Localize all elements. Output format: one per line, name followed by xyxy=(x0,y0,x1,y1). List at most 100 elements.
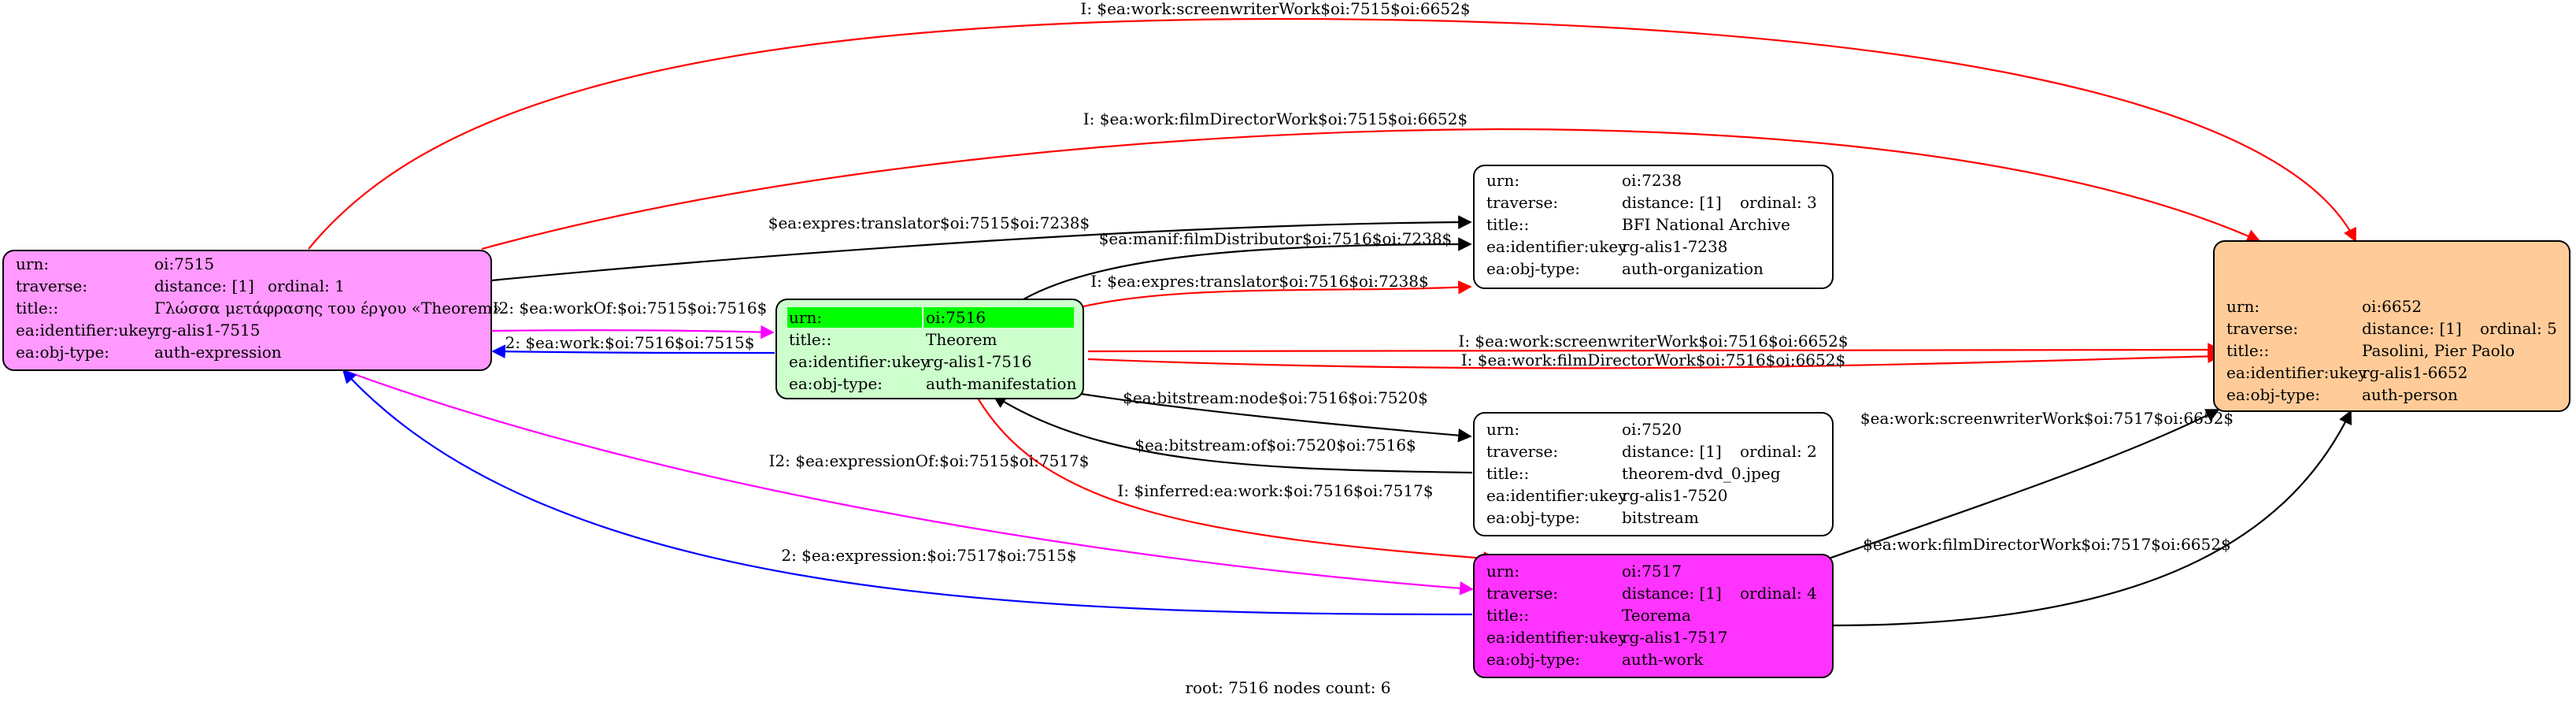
node-7515-field-key: title:: xyxy=(16,299,58,317)
edge-label-e4: $ea:manif:filmDistributor$oi:7516$oi:723… xyxy=(1099,229,1453,248)
node-6652-field-extra: ordinal: 5 xyxy=(2480,319,2557,338)
node-7238-field-key: urn: xyxy=(1486,171,1519,190)
node-7517-box xyxy=(1473,554,1834,678)
edges: I: $ea:work:screenwriterWork$oi:7515$oi:… xyxy=(308,0,2356,627)
edge-e6[interactable]: I2: $ea:workOf:$oi:7515$oi:7516$ xyxy=(490,299,775,340)
node-7238-field-key: traverse: xyxy=(1486,193,1558,212)
node-7517-field-key: urn: xyxy=(1486,562,1519,581)
node-7238-field-key: ea:obj-type: xyxy=(1486,259,1580,278)
edge-e12[interactable]: I: $inferred:ea:work:$oi:7516$oi:7517$ xyxy=(975,395,1497,566)
node-7516-field-key: urn: xyxy=(789,308,822,327)
node-7517-field-value: Teorema xyxy=(1622,606,1691,625)
node-7516-field-value: oi:7516 xyxy=(926,308,986,327)
edge-e15[interactable]: $ea:work:screenwriterWork$oi:7517$oi:665… xyxy=(1826,409,2234,561)
node-7516[interactable]: urn:oi:7516title::Theoremea:identifier:u… xyxy=(775,299,1084,399)
edge-label-e7: 2: $ea:work:$oi:7516$oi:7515$ xyxy=(505,333,755,352)
node-7520-field-key: title:: xyxy=(1486,464,1529,483)
edge-label-e9: I: $ea:work:filmDirectorWork$oi:7516$oi:… xyxy=(1461,351,1845,369)
node-7516-header-highlight xyxy=(787,307,1074,328)
edge-label-e3: $ea:expres:translator$oi:7515$oi:7238$ xyxy=(768,213,1090,232)
node-7517-field-key: ea:identifier:ukey xyxy=(1486,628,1627,647)
edge-e5[interactable]: I: $ea:expres:translator$oi:7516$oi:7238… xyxy=(1079,272,1472,309)
node-6652-box xyxy=(2213,240,2570,412)
node-6652-field-value: oi:6652 xyxy=(2362,297,2422,316)
node-6652-field-value: Pasolini, Pier Paolo xyxy=(2362,341,2515,360)
edge-e8[interactable]: I: $ea:work:screenwriterWork$oi:7516$oi:… xyxy=(1087,332,2222,357)
node-7516-field-key: ea:obj-type: xyxy=(789,374,883,393)
node-7515-field-key: urn: xyxy=(16,254,49,273)
node-7520-field-value: oi:7520 xyxy=(1622,420,1682,439)
node-7516-field-key: ea:identifier:ukey xyxy=(789,352,930,371)
edge-label-e11: $ea:bitstream:of$oi:7520$oi:7516$ xyxy=(1134,436,1416,455)
node-6652-field-key: title:: xyxy=(2226,341,2269,360)
node-7516-field-key: title:: xyxy=(789,330,831,349)
edge-label-e5: I: $ea:expres:translator$oi:7516$oi:7238… xyxy=(1090,272,1428,291)
node-7515-field-value: oi:7515 xyxy=(154,254,214,273)
edge-label-e6: I2: $ea:workOf:$oi:7515$oi:7516$ xyxy=(493,299,768,317)
node-6652-field-value: rg-alis1-6652 xyxy=(2362,363,2467,382)
node-6652-field-key: urn: xyxy=(2226,297,2260,316)
node-6652-field-value: distance: [1] xyxy=(2362,319,2462,338)
node-7516-field-value: auth-manifestation xyxy=(926,374,1077,393)
node-7520-field-value: theorem-dvd_0.jpeg xyxy=(1622,464,1781,483)
node-7238-field-extra: ordinal: 3 xyxy=(1740,193,1817,212)
node-6652-field-value: auth-person xyxy=(2362,385,2458,404)
edge-e4[interactable]: $ea:manif:filmDistributor$oi:7516$oi:723… xyxy=(1023,229,1472,300)
edge-e16[interactable]: $ea:work:filmDirectorWork$oi:7517$oi:665… xyxy=(1830,410,2352,627)
node-6652-field-key: ea:identifier:ukey xyxy=(2226,363,2367,382)
node-7520-box xyxy=(1473,412,1834,536)
edge-e10[interactable]: $ea:bitstream:node$oi:7516$oi:7520$ xyxy=(1070,388,1472,443)
edge-label-e13: I2: $ea:expressionOf:$oi:7515$oi:7517$ xyxy=(769,451,1090,470)
node-7520[interactable]: urn: oi:7520 traverse: distance: [1] ordinal… xyxy=(1473,412,1834,536)
node-7515-field-key: traverse: xyxy=(16,276,87,295)
edge-e1[interactable]: I: $ea:work:screenwriterWork$oi:7515$oi:… xyxy=(308,0,2356,250)
node-7238-box xyxy=(1473,165,1834,289)
node-7517-field-value: auth-work xyxy=(1622,650,1704,669)
node-7517-field-value: distance: [1] xyxy=(1622,584,1722,603)
node-7520-field-value: distance: [1] xyxy=(1622,442,1722,461)
node-7516-rows: urn:oi:7516title::Theoremea:identifier:u… xyxy=(789,308,1077,393)
node-7517-field-value: rg-alis1-7517 xyxy=(1622,628,1727,647)
node-6652-field-key: traverse: xyxy=(2226,319,2298,338)
node-7515-field-value: auth-expression xyxy=(154,343,282,362)
node-7515-box xyxy=(2,250,492,371)
node-7238-field-key: title:: xyxy=(1486,215,1529,234)
edge-label-e8: I: $ea:work:screenwriterWork$oi:7516$oi:… xyxy=(1458,332,1848,351)
node-7520-field-key: urn: xyxy=(1486,420,1519,439)
edge-label-e16: $ea:work:filmDirectorWork$oi:7517$oi:665… xyxy=(1863,535,2230,554)
node-7516-field-value: rg-alis1-7516 xyxy=(926,352,1031,371)
node-7520-field-key: ea:obj-type: xyxy=(1486,508,1580,527)
edge-e7[interactable]: 2: $ea:work:$oi:7516$oi:7515$ xyxy=(491,333,775,359)
graph-footer: root: 7516 nodes count: 6 xyxy=(1185,678,1390,697)
edge-e3[interactable]: $ea:expres:translator$oi:7515$oi:7238$ xyxy=(490,213,1472,282)
node-7520-field-key: traverse: xyxy=(1486,442,1558,461)
node-6652[interactable]: urn: oi:6652 traverse: distance: [1] ordinal… xyxy=(2213,240,2570,412)
edge-e14[interactable]: 2: $ea:expression:$oi:7517$oi:7515$ xyxy=(342,369,1473,616)
node-7520-field-value: rg-alis1-7520 xyxy=(1622,486,1727,505)
node-6652-rows: urn: oi:6652 traverse: distance: [1] ordinal… xyxy=(2226,297,2557,404)
node-7517-field-key: traverse: xyxy=(1486,584,1558,603)
edge-e9[interactable]: I: $ea:work:filmDirectorWork$oi:7516$oi:… xyxy=(1087,349,2222,369)
edge-e11[interactable]: $ea:bitstream:of$oi:7520$oi:7516$ xyxy=(992,395,1473,474)
edge-label-e14: 2: $ea:expression:$oi:7517$oi:7515$ xyxy=(781,546,1076,565)
node-7238-field-value: distance: [1] xyxy=(1622,193,1722,212)
edge-label-e1: I: $ea:work:screenwriterWork$oi:7515$oi:… xyxy=(1080,0,1470,18)
node-7515-field-value: Γλώσσα μετάφρασης του έργου «Theorem» xyxy=(154,299,502,317)
edge-label-e2: I: $ea:work:filmDirectorWork$oi:7515$oi:… xyxy=(1083,109,1468,128)
node-7520-field-extra: ordinal: 2 xyxy=(1740,442,1817,461)
node-7515-field-key: ea:obj-type: xyxy=(16,343,109,362)
edge-e2[interactable]: I: $ea:work:filmDirectorWork$oi:7515$oi:… xyxy=(481,109,2261,250)
edge-label-e12: I: $inferred:ea:work:$oi:7516$oi:7517$ xyxy=(1117,481,1433,500)
node-7515-field-key: ea:identifier:ukey xyxy=(16,321,157,340)
node-7238-field-value: rg-alis1-7238 xyxy=(1622,237,1727,256)
node-7517-field-extra: ordinal: 4 xyxy=(1740,584,1817,603)
node-7515-field-extra: ordinal: 1 xyxy=(268,276,345,295)
edge-e13[interactable]: I2: $ea:expressionOf:$oi:7515$oi:7517$ xyxy=(342,369,1474,596)
